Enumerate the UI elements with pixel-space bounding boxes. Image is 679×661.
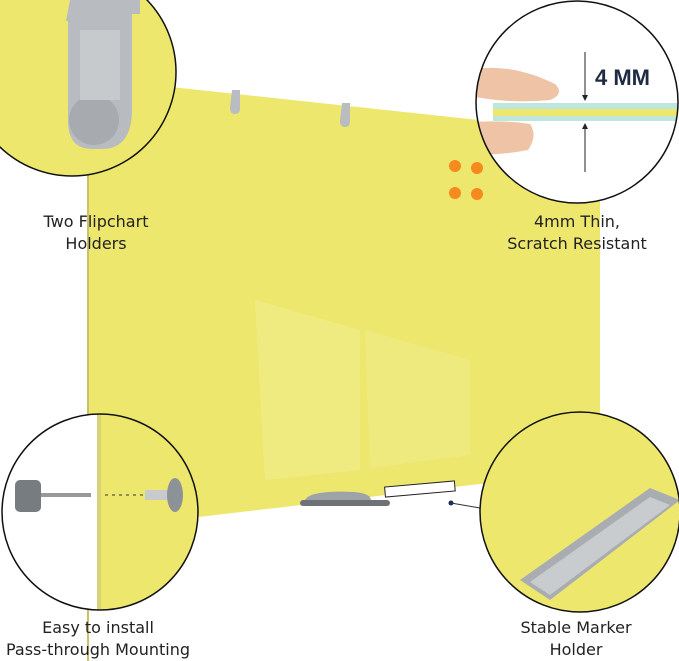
caption-marker-holder: Stable Marker Holder — [466, 617, 679, 661]
caption-line: Scratch Resistant — [507, 234, 647, 253]
caption-line: Pass-through Mounting — [5, 640, 191, 659]
caption-flipchart-holders: Two Flipchart Holders — [0, 211, 206, 255]
thickness-icon: 4 MM — [475, 0, 679, 204]
marker-tray-icon — [479, 411, 679, 613]
caption-line: Easy to install — [42, 618, 154, 637]
caption-thin: 4mm Thin, Scratch Resistant — [467, 211, 679, 255]
caption-line: Two Flipchart — [43, 212, 149, 231]
magnets — [449, 160, 483, 200]
flipchart-holder-icon — [0, 0, 177, 177]
caption-line: Holder — [549, 640, 603, 659]
caption-mounting: Easy to install Pass-through Mounting — [0, 617, 208, 661]
marker-and-eraser — [300, 480, 481, 509]
caption-line: 4mm Thin, — [533, 212, 621, 231]
caption-line: Stable Marker — [520, 618, 632, 637]
caption-line: Holders — [65, 234, 127, 253]
flipchart-hooks — [230, 90, 350, 127]
thickness-label: 4 MM — [595, 65, 650, 90]
